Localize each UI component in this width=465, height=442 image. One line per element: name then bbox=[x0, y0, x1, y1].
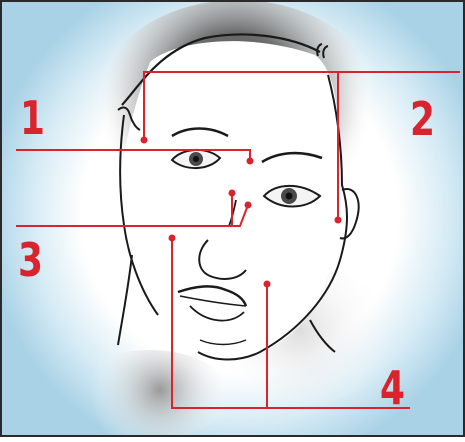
label-4: 4 bbox=[380, 365, 404, 411]
eye-left-pupil bbox=[193, 156, 199, 162]
marker-dot bbox=[169, 235, 176, 242]
label-2: 2 bbox=[410, 96, 434, 142]
label-1: 1 bbox=[20, 95, 44, 141]
marker-dot bbox=[247, 158, 254, 165]
marker-dot bbox=[245, 202, 252, 209]
marker-dot bbox=[229, 190, 236, 197]
label-3: 3 bbox=[18, 237, 42, 283]
marker-dot bbox=[264, 281, 271, 288]
marker-dot bbox=[141, 137, 148, 144]
eye-right-pupil bbox=[286, 193, 293, 200]
neck-shadow bbox=[70, 350, 230, 437]
marker-dot bbox=[335, 217, 342, 224]
